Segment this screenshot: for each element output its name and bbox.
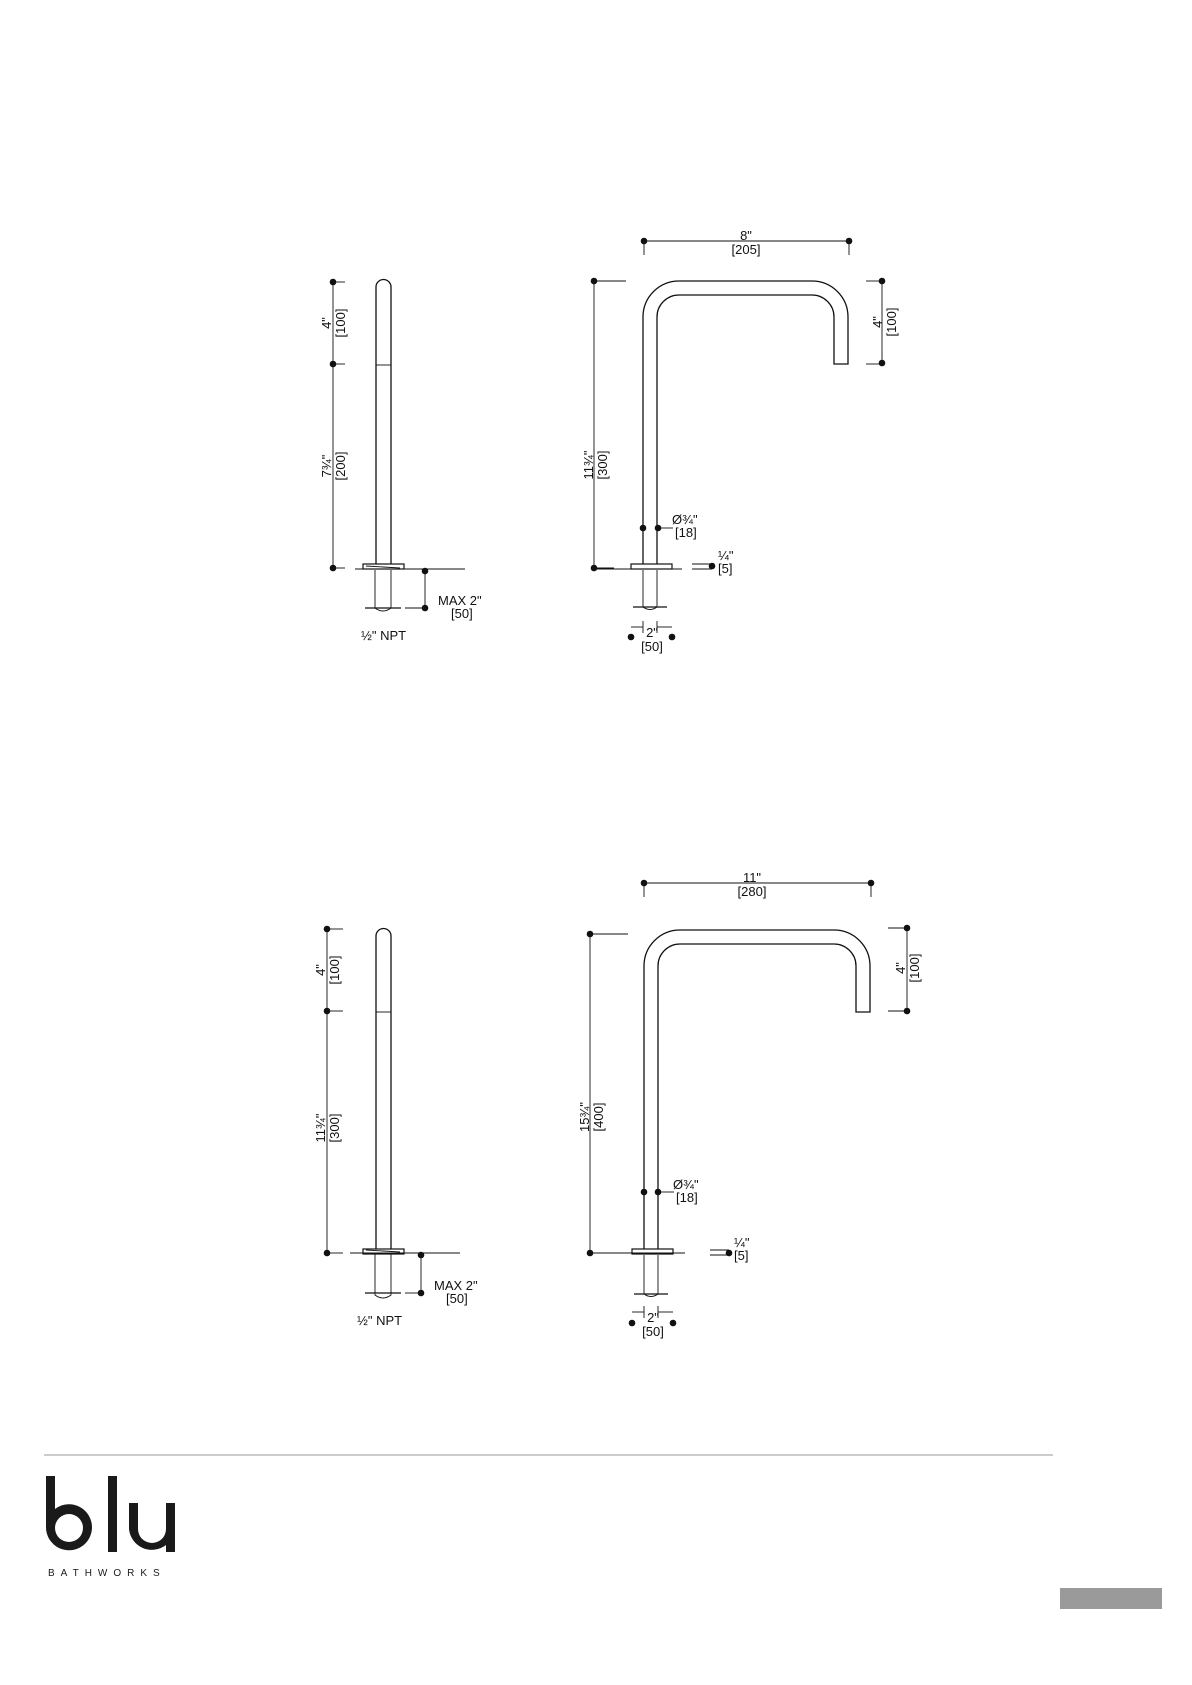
dim-width-mm: [280] xyxy=(738,884,767,899)
dim-height-mm: [400] xyxy=(591,1103,606,1132)
thread-label: ½" NPT xyxy=(361,628,406,643)
dim-drop-mm: [100] xyxy=(907,954,922,983)
dim-base-inch: 2" xyxy=(646,625,658,640)
drawing-1-front-labels: 8" [205] 11¾" [300] 4" [100] Ø¾" [18] ¼"… xyxy=(581,228,899,654)
dim-plate-mm: [5] xyxy=(718,561,732,576)
dim-body-mm: [300] xyxy=(327,1114,342,1143)
dim-width-inch: 11" xyxy=(743,870,761,885)
page-tab xyxy=(1060,1588,1162,1609)
dim-height-inch: 15¾" xyxy=(577,1102,592,1132)
drawing-2-side-view xyxy=(324,926,460,1298)
drawing-1-side-view xyxy=(330,279,465,612)
dim-body-mm: [200] xyxy=(333,452,348,481)
dim-top-mm: [100] xyxy=(327,956,342,985)
dim-base-inch: 2" xyxy=(647,1310,659,1325)
dim-top-inch: 4" xyxy=(313,964,328,976)
dim-body-inch: 7¾" xyxy=(319,454,334,477)
dim-drop-inch: 4" xyxy=(893,962,908,974)
dim-width-inch: 8" xyxy=(740,228,752,243)
dim-height-mm: [300] xyxy=(595,451,610,480)
dim-height-inch: 11¾" xyxy=(581,450,596,479)
drawing-1-front-view xyxy=(591,238,886,641)
thread-label: ½" NPT xyxy=(357,1313,402,1328)
brand-logo-subtitle: BATHWORKS xyxy=(48,1568,166,1579)
dim-body-inch: 11¾" xyxy=(313,1113,328,1142)
dim-plate-mm: [5] xyxy=(734,1248,748,1263)
dim-max-mm: [50] xyxy=(451,606,473,621)
dim-base-mm: [50] xyxy=(641,639,663,654)
brand-logo: BATHWORKS xyxy=(46,1476,175,1579)
drawing-2-front-view xyxy=(587,880,911,1327)
dim-drop-mm: [100] xyxy=(884,308,899,337)
dim-top-inch: 4" xyxy=(319,317,334,329)
dim-drop-inch: 4" xyxy=(870,316,885,328)
dim-dia-mm: [18] xyxy=(676,1190,698,1205)
dim-dia-mm: [18] xyxy=(675,525,697,540)
dim-base-mm: [50] xyxy=(642,1324,664,1339)
dim-top-mm: [100] xyxy=(333,309,348,338)
drawing-2-front-labels: 11" [280] 15¾" [400] 4" [100] Ø¾" [18] ¼… xyxy=(577,870,922,1339)
dim-width-mm: [205] xyxy=(732,242,761,257)
drawing-1-side-labels: 4" [100] 7¾" [200] MAX 2" [50] ½" NPT xyxy=(319,309,482,643)
dim-max-mm: [50] xyxy=(446,1291,468,1306)
